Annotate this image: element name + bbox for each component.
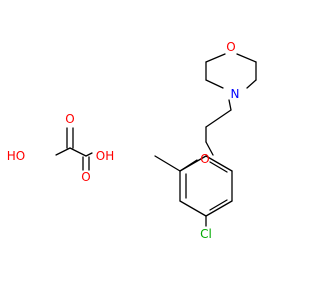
double-bond-line bbox=[209, 161, 228, 173]
bond bbox=[179, 155, 207, 172]
oxalic-hydroxyl-left-label: HO bbox=[7, 149, 25, 163]
bond bbox=[55, 147, 71, 156]
morpholine-oxygen-label: O bbox=[226, 40, 235, 54]
bond bbox=[236, 53, 257, 63]
bond bbox=[69, 147, 87, 157]
bond bbox=[179, 200, 207, 217]
double-bond-line bbox=[209, 199, 228, 211]
bond bbox=[205, 79, 224, 89]
bond bbox=[228, 99, 232, 111]
methyl-bond bbox=[154, 155, 181, 172]
benzene-ring bbox=[154, 155, 233, 227]
chlorine-label: Cl bbox=[200, 227, 212, 241]
bond bbox=[205, 53, 226, 63]
oxalic-oxygen-top-label: O bbox=[65, 112, 74, 126]
oxalic-oxygen-bottom-label: O bbox=[81, 170, 90, 184]
morpholine-nitrogen-label: N bbox=[231, 87, 240, 101]
molecule-canvas: O N O Cl HO O OH O bbox=[7, 40, 257, 241]
oxalic-hydroxyl-right-label: OH bbox=[96, 149, 114, 163]
bond bbox=[205, 141, 214, 156]
bond bbox=[205, 155, 233, 172]
bond bbox=[246, 79, 257, 89]
morpholine-ring bbox=[205, 53, 257, 89]
bond bbox=[205, 200, 233, 217]
bond bbox=[205, 109, 232, 128]
ether-oxygen-label: O bbox=[200, 152, 209, 166]
bond bbox=[85, 152, 93, 157]
oxalic-acid bbox=[55, 127, 93, 171]
structure-drawing: O N O Cl HO O OH O bbox=[7, 40, 257, 241]
